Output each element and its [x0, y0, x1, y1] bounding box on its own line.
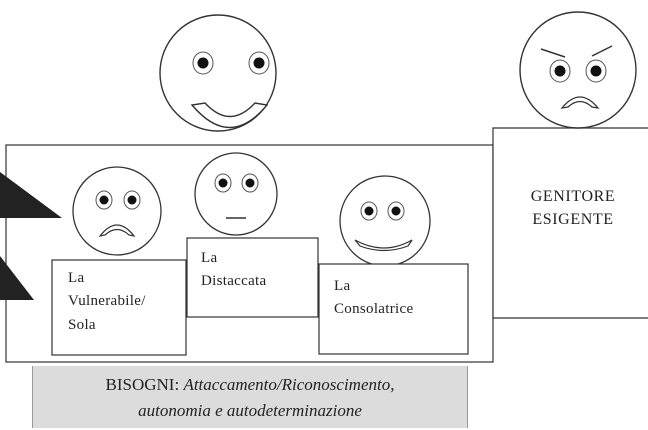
needs-label: BISOGNI:: [105, 375, 180, 394]
mode-label-vulnerabile: La Vulnerabile/ Sola: [68, 267, 146, 337]
needs-line-2: autonomia e autodeterminazione: [33, 398, 467, 424]
happy-face-top: [159, 14, 277, 132]
parent-label-line: ESIGENTE: [532, 211, 614, 229]
mode-label-consolatrice: La Consolatrice: [334, 275, 413, 322]
mode-box-distaccata: [186, 237, 319, 318]
mode-box-consolatrice: [318, 263, 469, 355]
mode-label-line: Consolatrice: [334, 301, 414, 318]
needs-line-1: BISOGNI: Attaccamento/Riconoscimento,: [33, 372, 467, 398]
mode-label-line: Vulnerabile/: [68, 293, 146, 310]
needs-panel: BISOGNI: Attaccamento/Riconoscimento, au…: [32, 366, 468, 428]
mode-label-line: La: [68, 270, 85, 286]
arrow-wedge-top: [0, 172, 62, 218]
mode-label-line: La: [334, 278, 351, 294]
neutral-face-distaccata: [194, 152, 278, 236]
mode-label-line: La: [201, 250, 218, 266]
mode-label-line: Sola: [68, 316, 96, 333]
needs-text-2: autonomia e autodeterminazione: [138, 401, 362, 421]
mode-label-line: Distaccata: [201, 273, 267, 290]
parent-label: GENITORE ESIGENTE: [508, 185, 638, 231]
sad-face-vulnerabile: [72, 166, 162, 256]
needs-text-1: Attaccamento/Riconoscimento,: [183, 375, 395, 394]
parent-label-line: GENITORE: [530, 188, 616, 205]
mode-box-vulnerabile: [51, 259, 187, 356]
mode-label-distaccata: La Distaccata: [201, 247, 266, 294]
angry-face-parent: [519, 11, 637, 129]
arrow-wedge-bottom: [0, 256, 34, 300]
smile-face-consolatrice: [339, 175, 431, 267]
